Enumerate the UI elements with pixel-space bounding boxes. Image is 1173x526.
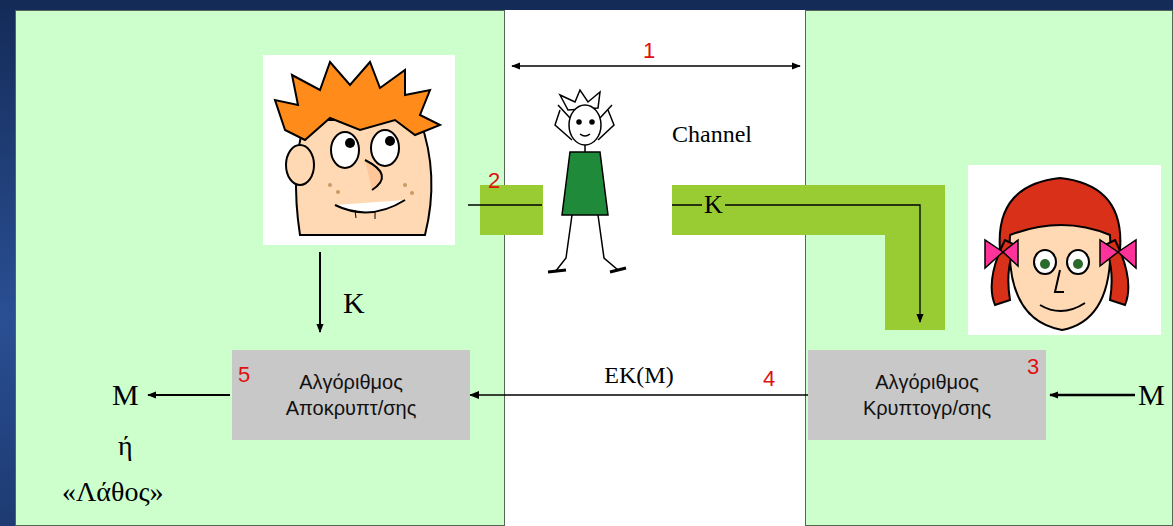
text-label: M (1138, 380, 1165, 410)
alice-figure (968, 165, 1161, 335)
edge-label: EK(M) (604, 363, 673, 387)
output-arrow (148, 394, 230, 396)
key-channel-band (480, 185, 945, 330)
input-arrow (1050, 394, 1135, 397)
process-box: Αλγόριθμος Κρυπτογρ/σης (808, 350, 1046, 440)
callout-number: 4 (763, 368, 775, 390)
callout-number: 3 (1027, 356, 1039, 378)
text-label: ή (118, 432, 133, 460)
span-arrow (512, 65, 800, 66)
key-arrow (672, 205, 920, 322)
callout-number: 2 (488, 170, 500, 192)
key-line (468, 204, 542, 205)
text-label: K (702, 192, 725, 218)
bob-figure (263, 55, 455, 245)
channel-panel (505, 10, 805, 526)
box-text: Αλγόριθμος Κρυπτογρ/σης (842, 369, 1012, 421)
callout-number: 1 (643, 40, 655, 62)
key-arrow (319, 252, 321, 332)
process-box: Αλγόριθμος Αποκρυπτ/σης (232, 350, 470, 440)
ciphertext-arrow (470, 394, 808, 395)
box-text: Αλγόριθμος Αποκρυπτ/σης (266, 369, 436, 421)
callout-number: 5 (238, 364, 250, 386)
eve-figure (548, 90, 626, 272)
text-label: K (343, 288, 365, 318)
text-label: Channel (672, 122, 752, 146)
text-label: M (112, 380, 139, 410)
text-label: «Λάθος» (62, 478, 163, 506)
